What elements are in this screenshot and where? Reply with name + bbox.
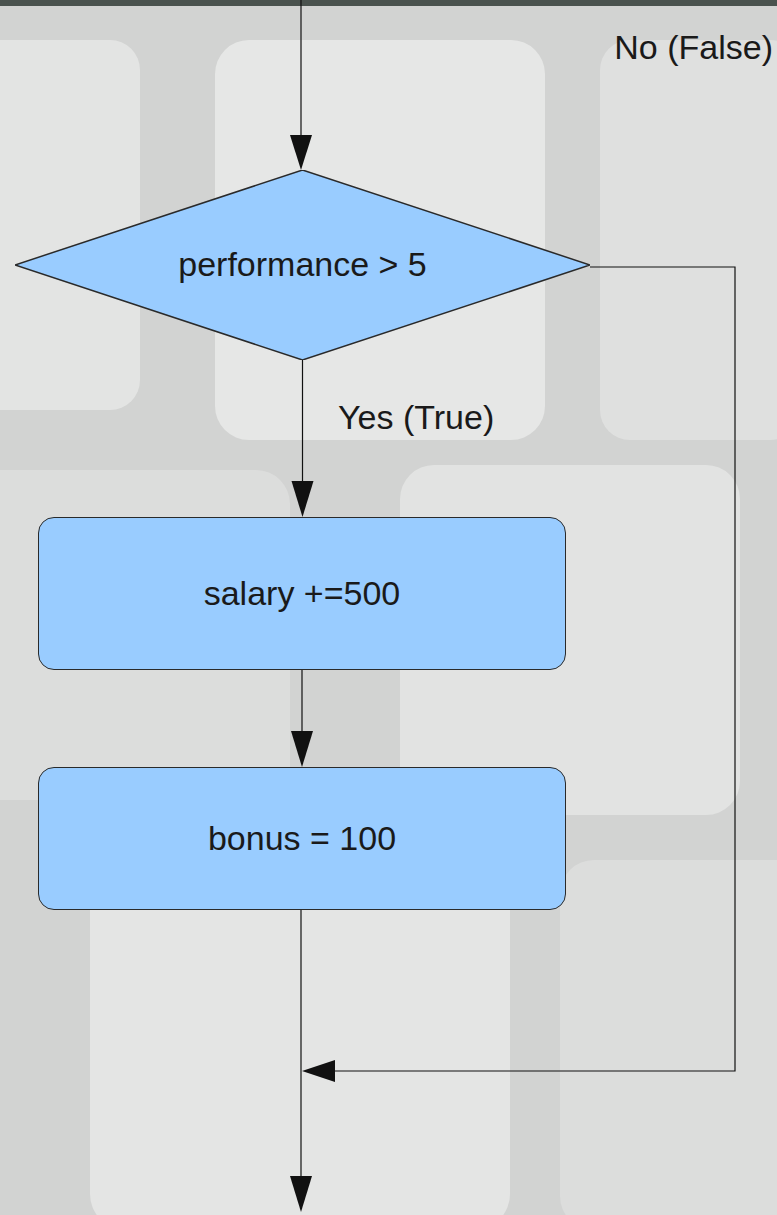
node-text: bonus = 100 — [208, 819, 396, 858]
node-text: salary +=500 — [204, 574, 401, 613]
node-text: performance > 5 — [178, 245, 427, 284]
branch-label-text: No (False) — [614, 28, 773, 66]
process-box: salary +=500 — [38, 517, 566, 670]
edge-label: Yes (True) — [338, 398, 494, 437]
branch-label: No (False) — [614, 28, 773, 67]
edge-label-text: Yes (True) — [338, 398, 494, 436]
flow-arrow — [291, 670, 313, 767]
flow-arrow — [292, 360, 314, 517]
decision-diamond: performance > 5 — [15, 170, 590, 360]
process-box: bonus = 100 — [38, 767, 566, 910]
